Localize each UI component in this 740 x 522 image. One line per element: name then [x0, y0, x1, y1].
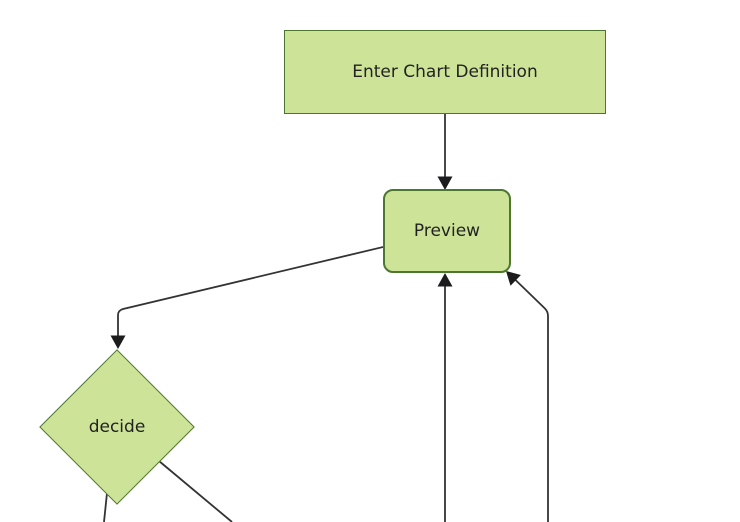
arrow-down-icon [437, 176, 453, 190]
node-preview: Preview [383, 189, 511, 273]
edge-enter-to-preview [437, 114, 453, 190]
edge-decide-to-bottom-left [103, 492, 108, 522]
node-enter-chart-definition-label: Enter Chart Definition [352, 61, 538, 82]
edge-preview-to-decide-line [117, 246, 384, 338]
arrow-up-icon [437, 273, 453, 287]
node-decide-label: decide [88, 417, 146, 437]
edge-bottom-to-preview-bent [506, 271, 549, 522]
node-preview-label: Preview [413, 220, 481, 241]
edge-bottom-to-preview-straight [437, 273, 453, 522]
edge-bottom-to-preview-bent-line [513, 277, 549, 522]
node-enter-chart-definition: Enter Chart Definition [284, 30, 606, 114]
arrow-up-left-icon [506, 271, 521, 286]
edge-decide-to-bottom-left-line [103, 492, 108, 522]
edge-decide-to-bottom-right [158, 460, 233, 522]
edge-preview-to-decide [110, 246, 384, 349]
arrow-down-icon [110, 335, 126, 349]
node-decide: decide [39, 349, 195, 505]
edge-decide-to-bottom-right-line [158, 460, 233, 522]
